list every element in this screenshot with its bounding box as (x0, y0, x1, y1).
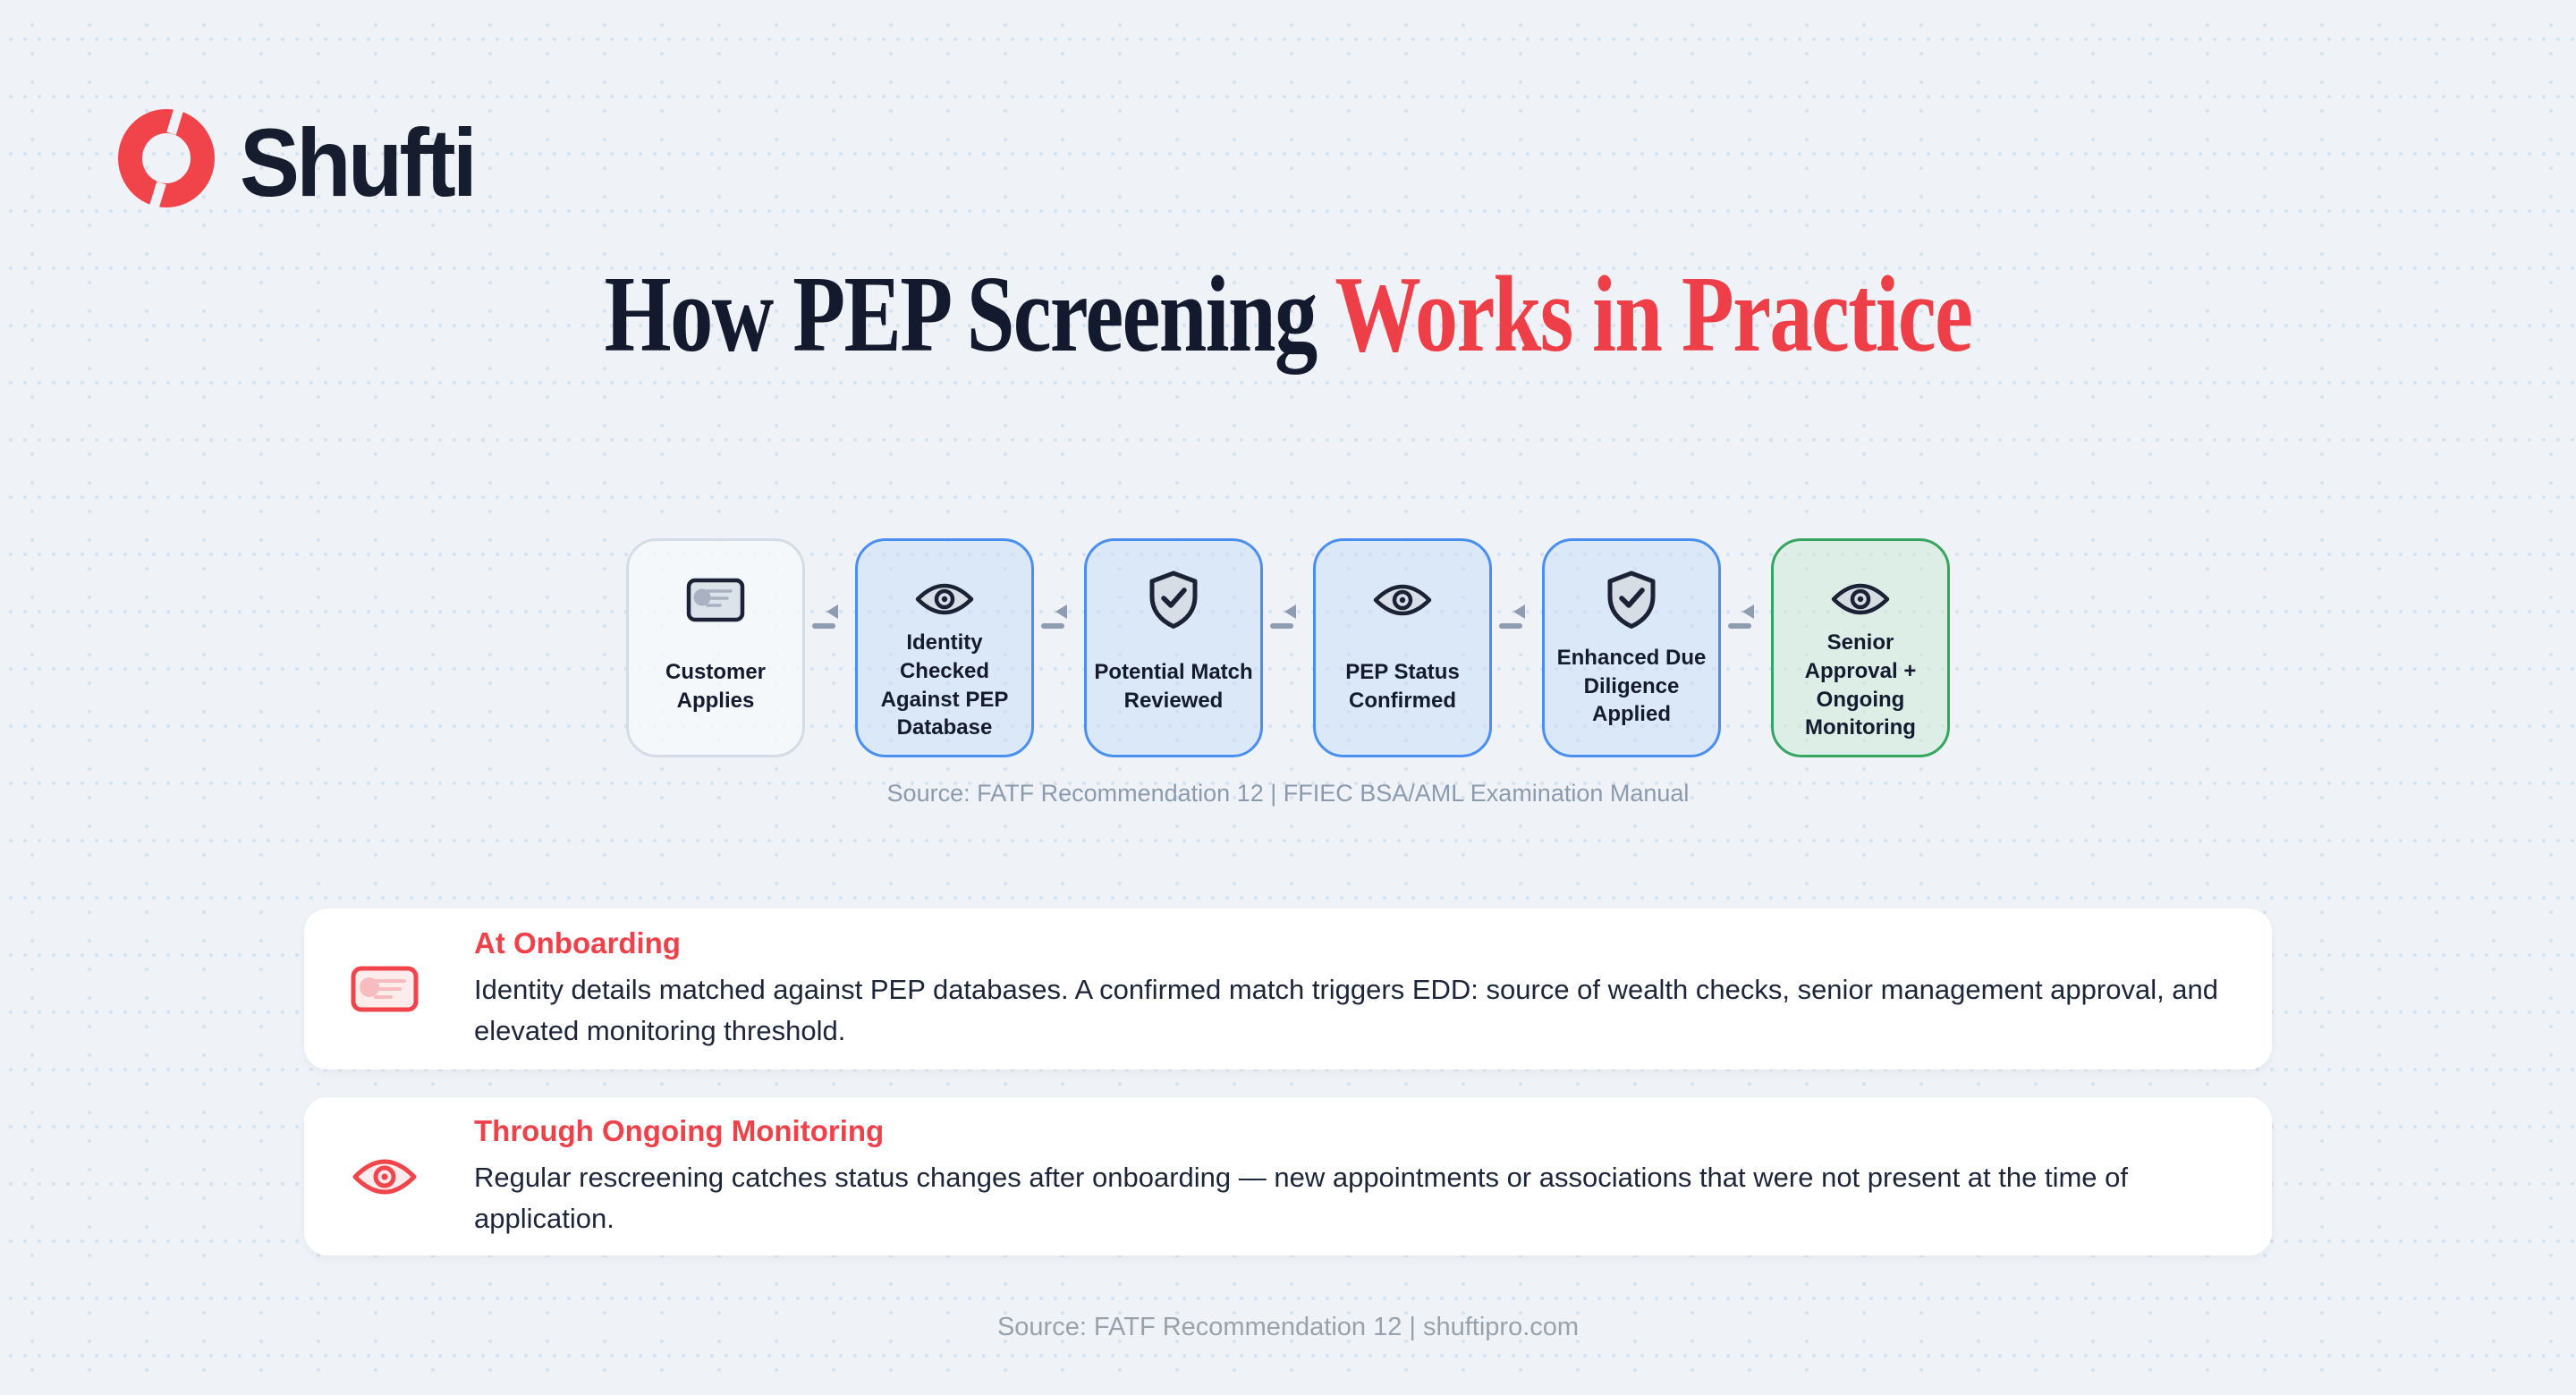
shield-check-icon (1606, 570, 1657, 630)
eye-icon (915, 570, 974, 629)
section-heading: At Onboarding (474, 926, 681, 960)
footer-source-citation: Source: FATF Recommendation 12 | shuftip… (996, 1313, 1580, 1341)
section-body: Regular rescreening catches status chang… (474, 1161, 2128, 1234)
flow-step-senior-approval: Senior Approval + Ongoing Monitoring (1771, 538, 1950, 757)
page-title-red: Works in Practice (1335, 254, 1972, 375)
flow-step-potential-match: Potential Match Reviewed (1084, 538, 1263, 757)
eye-icon (1831, 570, 1890, 629)
flow-step-label: PEP Status Confirmed (1345, 659, 1460, 713)
flow-step-label: Potential Match Reviewed (1094, 659, 1253, 713)
section-at-onboarding: At Onboarding Identity details matched a… (304, 909, 2272, 1070)
section-heading: Through Ongoing Monitoring (474, 1113, 885, 1147)
flow-connector-icon (805, 538, 855, 757)
flow-step-customer-applies: Customer Applies (626, 538, 805, 757)
shufti-logo: Shufti (116, 103, 492, 216)
shufti-logo-icon (116, 103, 216, 214)
eye-icon (1373, 570, 1432, 630)
flow-connector-icon (1492, 538, 1542, 757)
id-card-icon (686, 570, 745, 630)
section-ongoing-monitoring: Through Ongoing Monitoring Regular rescr… (304, 1097, 2272, 1256)
eye-icon (347, 1151, 422, 1203)
page-title-dark: How PEP Screening (604, 254, 1335, 375)
flow-connector-icon (1721, 538, 1771, 757)
page-title: How PEP Screening Works in Practice (270, 257, 2305, 372)
flow-step-label: Enhanced Due Diligence Applied (1556, 645, 1707, 727)
id-card-icon (347, 966, 422, 1012)
section-body: Identity details matched against PEP dat… (474, 974, 2219, 1046)
shufti-wordmark: Shufti (240, 108, 478, 216)
flow-step-edd-applied: Enhanced Due Diligence Applied (1542, 538, 1721, 757)
flow-connector-icon (1034, 538, 1084, 757)
flow-step-label: Senior Approval + Ongoing Monitoring (1804, 630, 1917, 740)
flow-connector-icon (1263, 538, 1313, 757)
pep-screening-flow: Customer Applies Identity Checked Agains… (626, 538, 1950, 757)
flow-step-label: Customer Applies (665, 659, 767, 713)
flow-step-label: Identity Checked Against PEP Database (880, 630, 1009, 740)
flow-step-pep-status: PEP Status Confirmed (1313, 538, 1492, 757)
flow-source-citation: Source: FATF Recommendation 12 | FFIEC B… (886, 780, 1690, 807)
shield-check-icon (1148, 570, 1199, 630)
flow-step-identity-checked: Identity Checked Against PEP Database (855, 538, 1034, 757)
